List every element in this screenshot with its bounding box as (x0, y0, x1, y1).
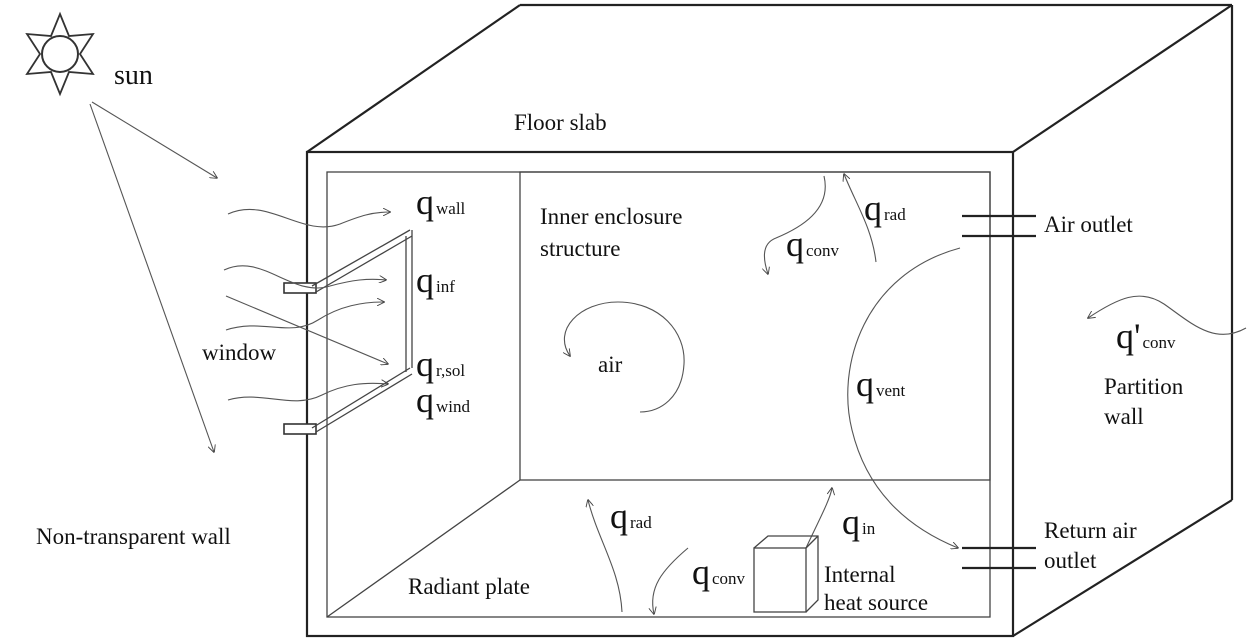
window-sill-bottom (283, 423, 317, 435)
back-wall (519, 171, 991, 481)
partition-wall-label-2: wall (1104, 404, 1144, 429)
internal-heat-source-box (753, 535, 819, 613)
ceiling-radiation-arrow (844, 174, 877, 263)
window-pane-edge (311, 229, 411, 287)
floor-slab-label: Floor slab (514, 110, 607, 135)
window-pane-edge (311, 367, 411, 429)
window-pane-edge (315, 235, 413, 293)
air-label: air (598, 352, 623, 377)
window-pane-edge (315, 373, 413, 433)
air-circulation-arrow (564, 301, 685, 413)
inner-enclosure-label: Inner enclosure (540, 204, 682, 229)
partition-wall-label: Partition (1104, 374, 1184, 399)
wall-heat-flow-arrow (227, 209, 390, 228)
bottom-right-edge (1012, 499, 1233, 637)
sun-label: sun (114, 60, 153, 91)
air-outlet-vents (962, 214, 1036, 570)
ceiling-flow-arrows (764, 174, 877, 274)
partition-convection-arrow (1088, 295, 1247, 335)
air-outlet-label: Air outlet (1044, 212, 1133, 237)
floor-flow-arrows (588, 488, 832, 614)
room-box (305, 3, 1234, 638)
floor-radiation-arrow (588, 500, 623, 613)
solar-ray-arrow (91, 101, 217, 178)
ceiling-convection-arrow (764, 175, 826, 274)
top-left-edge (306, 4, 521, 153)
non-transparent-wall-label: Non-transparent wall (36, 524, 231, 549)
return-air-outlet-label: Return air (1044, 518, 1137, 543)
solar-ray-arrow (89, 103, 214, 452)
ventilation-arrow (847, 247, 961, 548)
window-label: window (202, 340, 277, 365)
internal-heat-source-label: Internal (824, 562, 896, 587)
inner-room (326, 171, 991, 618)
infiltration-flow-arrow (225, 302, 384, 331)
front-face (305, 150, 1015, 638)
q-prime-conv-symbol: q'conv (1116, 316, 1176, 356)
infiltration-flow-arrow (223, 265, 386, 289)
return-air-outlet-label-2: outlet (1044, 548, 1097, 573)
solar-radiation-arrow (225, 295, 388, 364)
top-right-edge (1012, 4, 1233, 153)
internal-heat-source-label-2: heat source (824, 590, 928, 615)
inner-enclosure-label-2: structure (540, 236, 620, 261)
air-circulation (564, 301, 685, 413)
floor-perspective-edge (326, 479, 521, 618)
wind-flow-arrow (227, 383, 388, 402)
sun-icon (25, 11, 95, 97)
solar-rays (89, 101, 217, 452)
window-flow-arrows (223, 209, 390, 402)
partition-flow (1088, 295, 1247, 335)
internal-heat-arrow (805, 488, 832, 549)
floor-convection-arrow (653, 547, 689, 614)
window-assembly (283, 229, 413, 435)
radiant-plate-label: Radiant plate (408, 574, 530, 599)
ventilation-flow (847, 247, 961, 548)
